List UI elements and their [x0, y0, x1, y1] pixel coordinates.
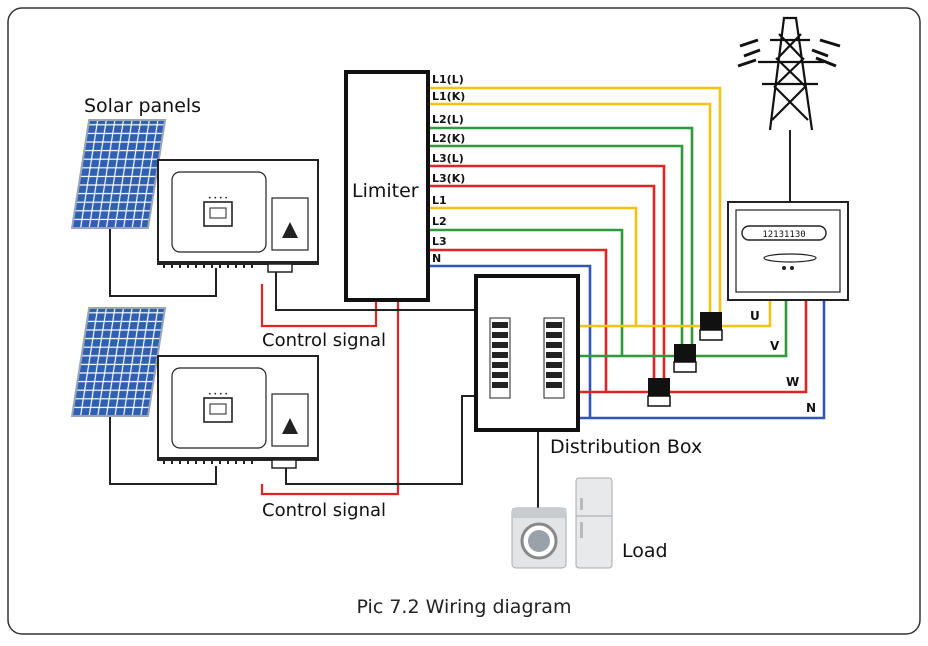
control-signal-label-top: Control signal	[262, 330, 387, 351]
meter-reading: 12131130	[762, 230, 805, 240]
ct-clamp-l1	[699, 312, 723, 341]
dc-ac-wires	[109, 228, 476, 485]
transmission-tower-icon	[737, 16, 841, 131]
limiter-label: Limiter	[352, 180, 419, 202]
ct-clamp-l3	[647, 378, 671, 407]
phase-label-n: N	[806, 401, 817, 415]
figure-caption: Pic 7.2 Wiring diagram	[356, 596, 572, 618]
inverter-bottom: • • • •	[157, 355, 319, 469]
terminal-label: L2(K)	[432, 132, 466, 145]
terminal-label: L1(K)	[432, 90, 466, 103]
inverter-top: • • • •	[157, 159, 319, 273]
solar-panel-bottom	[70, 307, 167, 417]
control-signal-wires	[260, 284, 400, 496]
svg-text:• • • •: • • • •	[208, 391, 228, 398]
washing-machine-icon	[511, 507, 567, 569]
terminal-label: L2(L)	[432, 113, 464, 126]
distribution-box	[474, 274, 580, 432]
phase-label-v: V	[770, 339, 780, 353]
limiter-output-wires	[430, 86, 722, 418]
distribution-box-label: Distribution Box	[550, 436, 703, 458]
load-label: Load	[622, 540, 668, 562]
phase-label-w: W	[786, 375, 800, 389]
ct-clamp-l2	[673, 344, 697, 373]
terminal-label: L2	[432, 215, 447, 228]
energy-meter	[727, 201, 849, 301]
grid-bus-wires	[578, 300, 826, 420]
terminal-label: L3(L)	[432, 152, 464, 165]
terminal-label: L3(K)	[432, 172, 466, 185]
limiter-box	[344, 70, 430, 302]
terminal-label: N	[432, 252, 442, 265]
terminal-label: L1	[432, 194, 447, 207]
control-signal-label-bottom: Control signal	[262, 500, 387, 521]
phase-label-u: U	[750, 309, 760, 323]
solar-panels-label: Solar panels	[84, 95, 202, 117]
terminal-label: L3	[432, 235, 447, 248]
svg-text:• • • •: • • • •	[208, 195, 228, 202]
solar-panel-top	[70, 119, 167, 229]
terminal-label: L1(L)	[432, 73, 464, 86]
refrigerator-icon	[575, 477, 613, 569]
